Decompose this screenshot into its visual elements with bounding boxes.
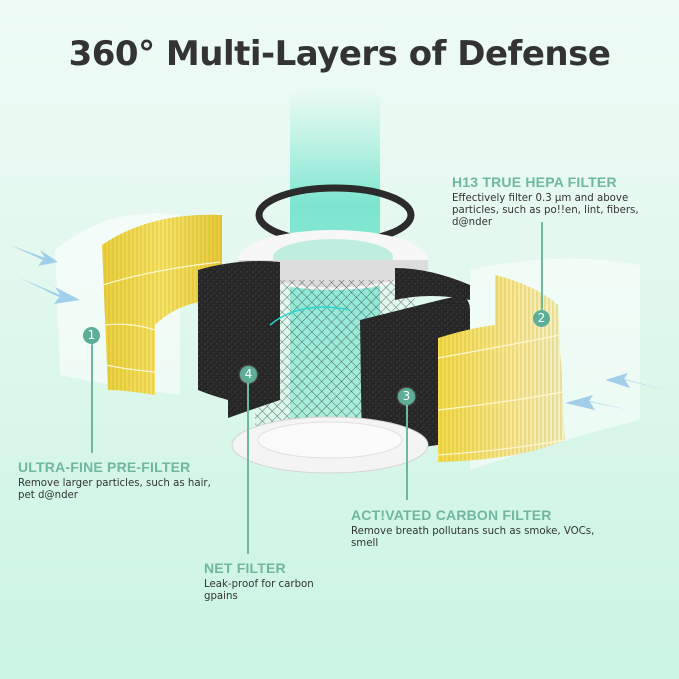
leader-line-2: [541, 222, 543, 310]
label-net-heading: NET FILTER: [204, 560, 286, 576]
label-carbon-description: Remove breath pollutans such as smoke, V…: [351, 526, 595, 549]
label-hepa-heading: H13 TRUE HEPA FILTER: [452, 174, 617, 190]
layer-badge-4: 4: [240, 366, 257, 383]
label-carbon-heading: ACT!VATED CARBON FILTER: [351, 507, 552, 523]
leader-line-4: [247, 382, 249, 554]
label-net-description: Leak-proof for carbon gpains: [204, 579, 314, 602]
label-net-filter: NET FILTER Leak-proof for carbon gpains: [204, 560, 314, 603]
label-pre-filter-description: Remove larger particles, such as hair, p…: [18, 478, 211, 501]
label-pre-filter: ULTRA-FINE PRE-FILTER Remove larger part…: [18, 459, 211, 502]
leader-line-3: [406, 402, 408, 500]
layer-badge-3: 3: [398, 388, 415, 405]
label-pre-filter-heading: ULTRA-FINE PRE-FILTER: [18, 459, 191, 475]
label-carbon-filter: ACT!VATED CARBON FILTER Remove breath po…: [351, 507, 594, 550]
label-hepa-filter: H13 TRUE HEPA FILTER Effectively filter …: [452, 174, 639, 229]
layer-badge-1: 1: [83, 327, 100, 344]
leader-line-1: [91, 335, 93, 453]
label-hepa-description: Effectively filter 0.3 μm and above part…: [452, 193, 639, 228]
layer-badge-2: 2: [533, 310, 550, 327]
page-title: 360° Multi-Layers of Defense: [68, 34, 611, 74]
